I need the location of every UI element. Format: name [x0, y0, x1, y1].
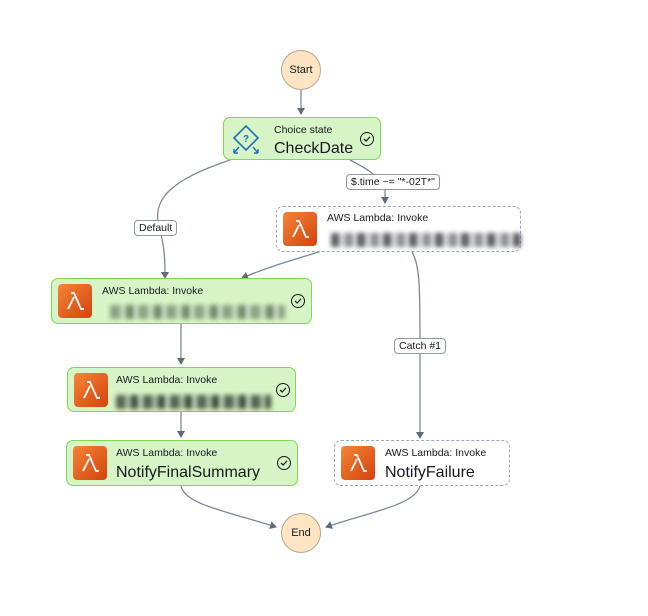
- edge-notifyfailure-to-end: [325, 485, 421, 529]
- state-name-label: CheckDate: [274, 140, 354, 157]
- edge-checkdate-default: [156, 159, 231, 279]
- redacted-name: [331, 233, 521, 247]
- state-type-label: AWS Lambda: Invoke: [102, 285, 204, 297]
- state-lambda-redacted-1[interactable]: AWS Lambda: Invoke: [276, 206, 521, 252]
- edge-redacted1-to-redacted2: [241, 249, 326, 280]
- check-circle-icon: [276, 383, 290, 397]
- state-type-label: AWS Lambda: Invoke: [116, 447, 218, 459]
- edge-finalsummary-to-end: [180, 485, 277, 529]
- lambda-icon: [73, 446, 107, 480]
- state-name-label: NotifyFinalSummary: [116, 464, 261, 481]
- state-lambda-redacted-3[interactable]: AWS Lambda: Invoke: [67, 367, 296, 412]
- lambda-icon: [341, 446, 375, 480]
- svg-text:?: ?: [243, 134, 249, 145]
- check-circle-icon: [277, 456, 291, 470]
- check-circle-icon: [291, 294, 305, 308]
- end-label: End: [291, 527, 311, 539]
- state-name-label: NotifyFailure: [385, 464, 475, 481]
- state-type-label: AWS Lambda: Invoke: [327, 212, 429, 224]
- redacted-name: [110, 305, 285, 319]
- edge-label-time-rule: $.time ~= "*-02T*": [346, 174, 440, 190]
- lambda-icon: [283, 212, 317, 246]
- state-type-label: AWS Lambda: Invoke: [116, 374, 218, 386]
- state-type-label: Choice state: [274, 124, 333, 136]
- choice-state-icon: ?: [229, 122, 263, 156]
- state-type-label: AWS Lambda: Invoke: [385, 447, 487, 459]
- redacted-name: [116, 395, 271, 409]
- state-lambda-redacted-2[interactable]: AWS Lambda: Invoke: [51, 278, 312, 324]
- state-notify-failure[interactable]: AWS Lambda: Invoke NotifyFailure: [334, 440, 510, 486]
- edge-label-default: Default: [134, 220, 178, 236]
- lambda-icon: [74, 373, 108, 407]
- edge-label-catch: Catch #1: [394, 338, 447, 354]
- start-node[interactable]: Start: [281, 50, 321, 90]
- start-label: Start: [289, 64, 313, 76]
- lambda-icon: [58, 284, 92, 318]
- state-notify-final-summary[interactable]: AWS Lambda: Invoke NotifyFinalSummary: [66, 440, 298, 486]
- state-checkdate[interactable]: ? Choice state CheckDate: [223, 117, 381, 160]
- check-circle-icon: [360, 132, 374, 146]
- end-node[interactable]: End: [281, 513, 321, 553]
